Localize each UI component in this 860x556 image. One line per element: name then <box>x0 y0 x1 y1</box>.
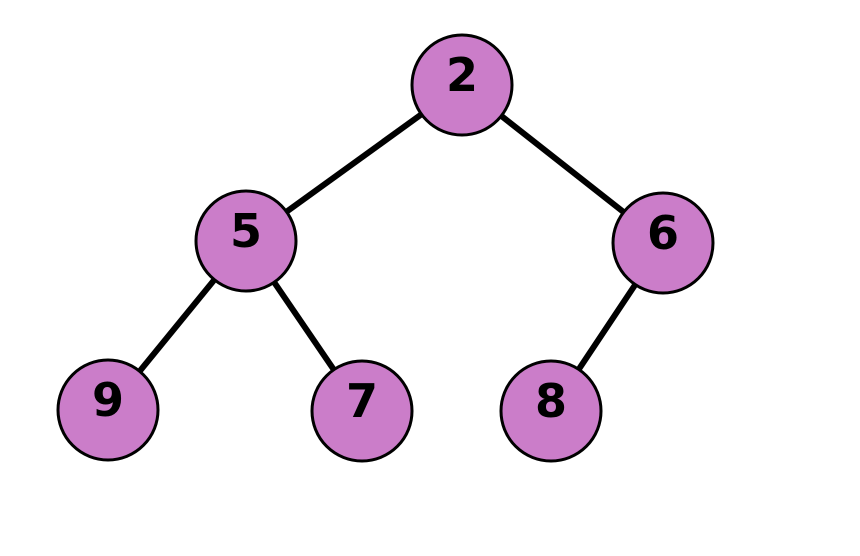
tree-node-circle <box>56 358 160 462</box>
tree-node-label: 8 <box>535 374 567 428</box>
tree-node: 9 <box>56 358 160 462</box>
tree-node-label: 9 <box>92 373 124 427</box>
tree-node-circle <box>194 189 298 293</box>
tree-node-label: 7 <box>346 374 378 428</box>
tree-nodes: 2 5 6 9 7 8 <box>56 33 715 463</box>
tree-node-circle <box>310 359 414 463</box>
tree-node: 6 <box>611 191 715 295</box>
tree-edges <box>105 82 666 413</box>
tree-node-circle <box>410 33 514 137</box>
tree-node-label: 5 <box>230 204 262 258</box>
tree-node: 7 <box>310 359 414 463</box>
tree-node: 8 <box>499 359 603 463</box>
tree-node-label: 6 <box>647 206 679 260</box>
tree-node-label: 2 <box>446 48 478 102</box>
tree-node-circle <box>611 191 715 295</box>
tree-node: 5 <box>194 189 298 293</box>
tree-node: 2 <box>410 33 514 137</box>
tree-node-circle <box>499 359 603 463</box>
